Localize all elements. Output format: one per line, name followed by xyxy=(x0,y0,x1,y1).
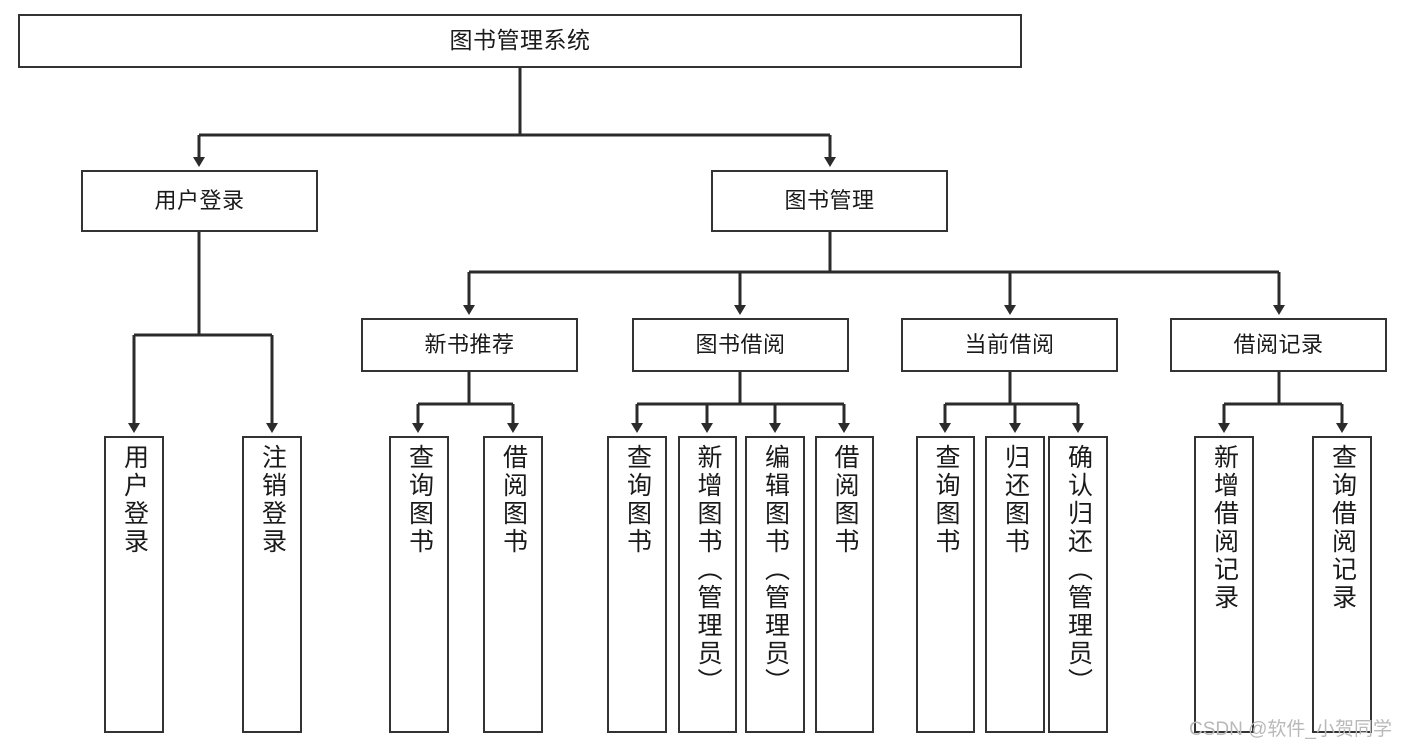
node-label: 用户登录 xyxy=(120,444,149,556)
node-label: 编辑图书（管理员） xyxy=(761,444,790,696)
node-label: 借阅图书 xyxy=(831,444,859,556)
leaf-record-add-record[interactable]: 新增借阅记录 xyxy=(1194,436,1254,733)
node-label: 借阅记录 xyxy=(1233,332,1324,358)
node-new-book-recommend[interactable]: 新书推荐 xyxy=(361,318,578,372)
node-label: 新书推荐 xyxy=(424,332,515,358)
node-label: 归还图书 xyxy=(1001,444,1030,556)
node-borrow-record[interactable]: 借阅记录 xyxy=(1170,318,1387,372)
leaf-recommend-borrow-book[interactable]: 借阅图书 xyxy=(483,436,543,733)
node-label: 注销登录 xyxy=(258,444,287,556)
node-label: 借阅图书 xyxy=(499,444,528,556)
leaf-current-return-book[interactable]: 归还图书 xyxy=(985,436,1045,733)
leaf-record-query-record[interactable]: 查询借阅记录 xyxy=(1312,436,1372,733)
node-label: 用户登录 xyxy=(154,188,245,214)
watermark: CSDN @软件_小贺同学 xyxy=(1189,719,1392,740)
node-label: 当前借阅 xyxy=(964,332,1055,358)
leaf-current-confirm-return[interactable]: 确认归还（管理员） xyxy=(1048,436,1108,733)
node-label: 确认归还（管理员） xyxy=(1064,444,1093,696)
leaf-user-login-logout[interactable]: 注销登录 xyxy=(242,436,302,733)
node-current-borrow[interactable]: 当前借阅 xyxy=(901,318,1118,372)
node-label: 新增借阅记录 xyxy=(1210,444,1239,612)
leaf-borrow-query-book[interactable]: 查询图书 xyxy=(607,436,667,733)
node-book-management[interactable]: 图书管理 xyxy=(711,170,948,232)
node-user-login[interactable]: 用户登录 xyxy=(81,170,318,232)
leaf-user-login-login[interactable]: 用户登录 xyxy=(104,436,164,733)
node-label: 图书管理系统 xyxy=(449,27,591,54)
leaf-borrow-add-book[interactable]: 新增图书（管理员） xyxy=(678,436,737,733)
node-label: 图书借阅 xyxy=(695,332,786,358)
node-label: 图书管理 xyxy=(784,188,875,214)
leaf-borrow-borrow-book[interactable]: 借阅图书 xyxy=(815,436,874,733)
node-book-borrow[interactable]: 图书借阅 xyxy=(632,318,849,372)
leaf-borrow-edit-book[interactable]: 编辑图书（管理员） xyxy=(745,436,805,733)
node-label: 查询借阅记录 xyxy=(1328,444,1357,612)
node-label: 查询图书 xyxy=(932,444,960,556)
leaf-recommend-query-book[interactable]: 查询图书 xyxy=(389,436,449,733)
node-label: 查询图书 xyxy=(405,444,434,556)
node-label: 查询图书 xyxy=(623,444,652,556)
node-root-system[interactable]: 图书管理系统 xyxy=(18,14,1022,68)
node-label: 新增图书（管理员） xyxy=(694,444,722,696)
leaf-current-query-book[interactable]: 查询图书 xyxy=(916,436,975,733)
